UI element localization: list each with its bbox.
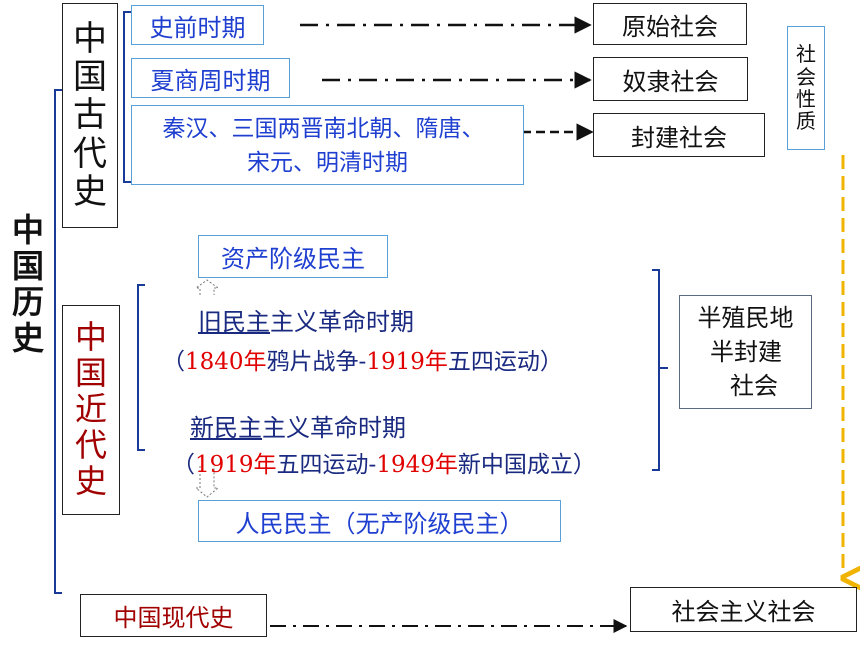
- ancient-char: 代: [73, 133, 107, 174]
- hollow-down-arrow: [194, 466, 220, 498]
- nature-char: 性: [796, 87, 816, 111]
- new-democratic-period-title: 新民主主义革命时期: [190, 408, 406, 443]
- modern-char: 史: [74, 461, 107, 500]
- modern-left-bracket: [137, 284, 145, 451]
- period-xia-shang-zhou: 夏商周时期: [131, 58, 290, 98]
- old-dash: -: [358, 349, 367, 375]
- old-close-paren: ）: [539, 349, 563, 375]
- society-slave: 奴隶社会: [593, 57, 748, 101]
- old-open-paren: （: [162, 349, 185, 375]
- root-char: 历: [11, 283, 44, 321]
- socialist-society-box: 社会主义社会: [630, 587, 857, 632]
- modern-char: 近: [74, 390, 107, 429]
- semi-line-2: 半封建: [710, 338, 782, 366]
- period-line-1: 秦汉、三国两晋南北朝、隋唐、: [162, 116, 485, 142]
- new-dash: -: [368, 452, 377, 478]
- old-period-title-rest: 主义革命时期: [270, 308, 414, 336]
- bourgeois-democracy-box: 资产阶级民主: [198, 235, 388, 278]
- new-democracy-underlined: 新民主: [190, 414, 262, 442]
- root-title: 中 国 历 史: [8, 200, 48, 370]
- nature-char: 会: [796, 64, 816, 89]
- modern-history-title: 中 国 近 代 史: [62, 305, 120, 515]
- old-democratic-period-title: 旧民主主义革命时期: [198, 302, 414, 337]
- new-period-title-rest: 主义革命时期: [262, 414, 406, 442]
- new-start-year: 1919年: [195, 452, 277, 478]
- old-end-event: 五四运动: [447, 349, 540, 375]
- new-end-event: 新中国成立: [457, 452, 573, 478]
- ancient-history-title: 中 国 古 代 史: [62, 3, 118, 228]
- old-period-range: （1840年鸦片战争-1919年五四运动）: [162, 342, 563, 376]
- old-start-year: 1840年: [185, 349, 267, 375]
- modern-right-bracket: [652, 269, 668, 471]
- ancient-char: 国: [73, 57, 107, 98]
- semi-line-1: 半殖民地: [697, 304, 794, 332]
- ancient-char: 史: [73, 171, 107, 212]
- old-end-year: 1919年: [366, 349, 448, 375]
- society-feudal: 封建社会: [593, 113, 765, 157]
- root-char: 国: [11, 247, 44, 286]
- society-primitive: 原始社会: [593, 3, 747, 45]
- period-qin-han-to-ming-qing: 秦汉、三国两晋南北朝、隋唐、 宋元、明清时期: [131, 105, 524, 185]
- ancient-bracket: [123, 11, 131, 183]
- nature-char: 质: [796, 109, 816, 134]
- ancient-char: 中: [73, 19, 107, 60]
- contemporary-history-box: 中国现代史: [80, 594, 267, 637]
- root-char: 中: [11, 211, 44, 250]
- period-prehistoric: 史前时期: [131, 5, 264, 45]
- semi-colonial-society-box: 半殖民地 半封建 社会: [679, 295, 812, 409]
- new-close-paren: ）: [572, 452, 596, 478]
- old-start-event: 鸦片战争: [266, 349, 359, 375]
- peoples-democracy-box: 人民民主（无产阶级民主）: [198, 500, 561, 542]
- new-end-year: 1949年: [376, 452, 458, 478]
- new-open-paren: （: [172, 452, 195, 478]
- modern-char: 中: [74, 318, 107, 357]
- old-democracy-underlined: 旧民主: [198, 308, 270, 336]
- root-char: 史: [11, 318, 44, 357]
- root-bracket: [54, 89, 62, 594]
- new-period-range: （1919年五四运动-1949年新中国成立）: [172, 445, 596, 479]
- modern-char: 国: [74, 354, 107, 393]
- modern-char: 代: [74, 425, 107, 464]
- ancient-char: 古: [73, 95, 107, 136]
- hollow-up-arrow: [194, 279, 220, 295]
- social-nature-label: 社 会 性 质: [787, 26, 825, 150]
- new-start-event: 五四运动: [276, 452, 369, 478]
- semi-line-3: 社会: [730, 372, 778, 400]
- nature-char: 社: [796, 42, 816, 67]
- period-line-2: 宋元、明清时期: [247, 150, 408, 176]
